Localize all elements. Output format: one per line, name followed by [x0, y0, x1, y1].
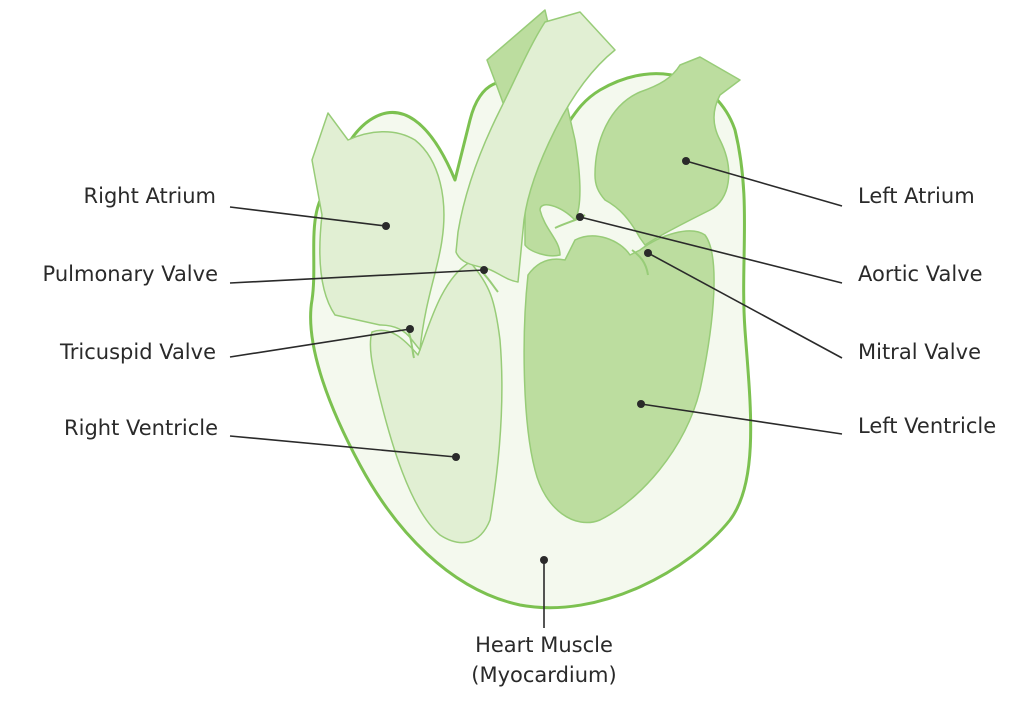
label-tricuspid-valve: Tricuspid Valve	[60, 339, 216, 365]
label-heart-muscle: Heart Muscle	[424, 632, 664, 658]
label-left-atrium: Left Atrium	[858, 183, 975, 209]
dot-mitral-valve	[644, 249, 652, 257]
label-aortic-valve: Aortic Valve	[858, 261, 983, 287]
dot-heart-muscle	[540, 556, 548, 564]
label-left-ventricle: Left Ventricle	[858, 413, 996, 439]
label-right-ventricle: Right Ventricle	[64, 415, 218, 441]
dot-aortic-valve	[576, 213, 584, 221]
dot-tricuspid-valve	[406, 325, 414, 333]
dot-left-ventricle	[637, 400, 645, 408]
dot-left-atrium	[682, 157, 690, 165]
label-mitral-valve: Mitral Valve	[858, 339, 981, 365]
dot-pulmonary-valve	[480, 266, 488, 274]
dot-right-atrium	[382, 222, 390, 230]
label-pulmonary-valve: Pulmonary Valve	[43, 261, 218, 287]
label-right-atrium: Right Atrium	[84, 183, 216, 209]
dot-right-ventricle	[452, 453, 460, 461]
label-myocardium: (Myocardium)	[424, 662, 664, 688]
